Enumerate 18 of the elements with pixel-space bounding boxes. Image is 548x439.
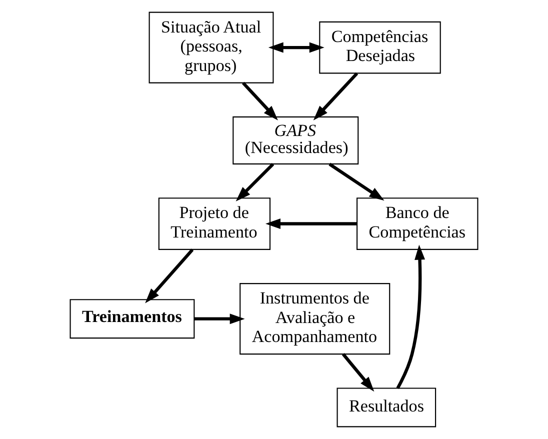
node-box: Projeto de Treinamento — [158, 198, 271, 250]
node-box: Instrumentos de Avaliação e Acompanhamento — [240, 283, 390, 355]
arrow — [145, 248, 194, 304]
node-box: Treinamentos — [70, 299, 195, 339]
arrow — [313, 72, 358, 120]
node-box: Situação Atual (pessoas, grupos) — [148, 12, 274, 84]
arrow — [396, 244, 426, 389]
arrow — [342, 353, 374, 392]
arrow — [236, 163, 274, 202]
arrow — [265, 218, 357, 230]
node-box: Banco de Competências — [356, 198, 478, 250]
arrow — [194, 314, 245, 324]
arrow — [242, 82, 278, 120]
arrow — [268, 42, 324, 53]
node-box: Competências Desejadas — [319, 21, 441, 74]
node-box: Resultados — [336, 388, 436, 428]
node-box: GAPS (Necessidades) — [232, 116, 359, 164]
arrow — [328, 162, 384, 201]
